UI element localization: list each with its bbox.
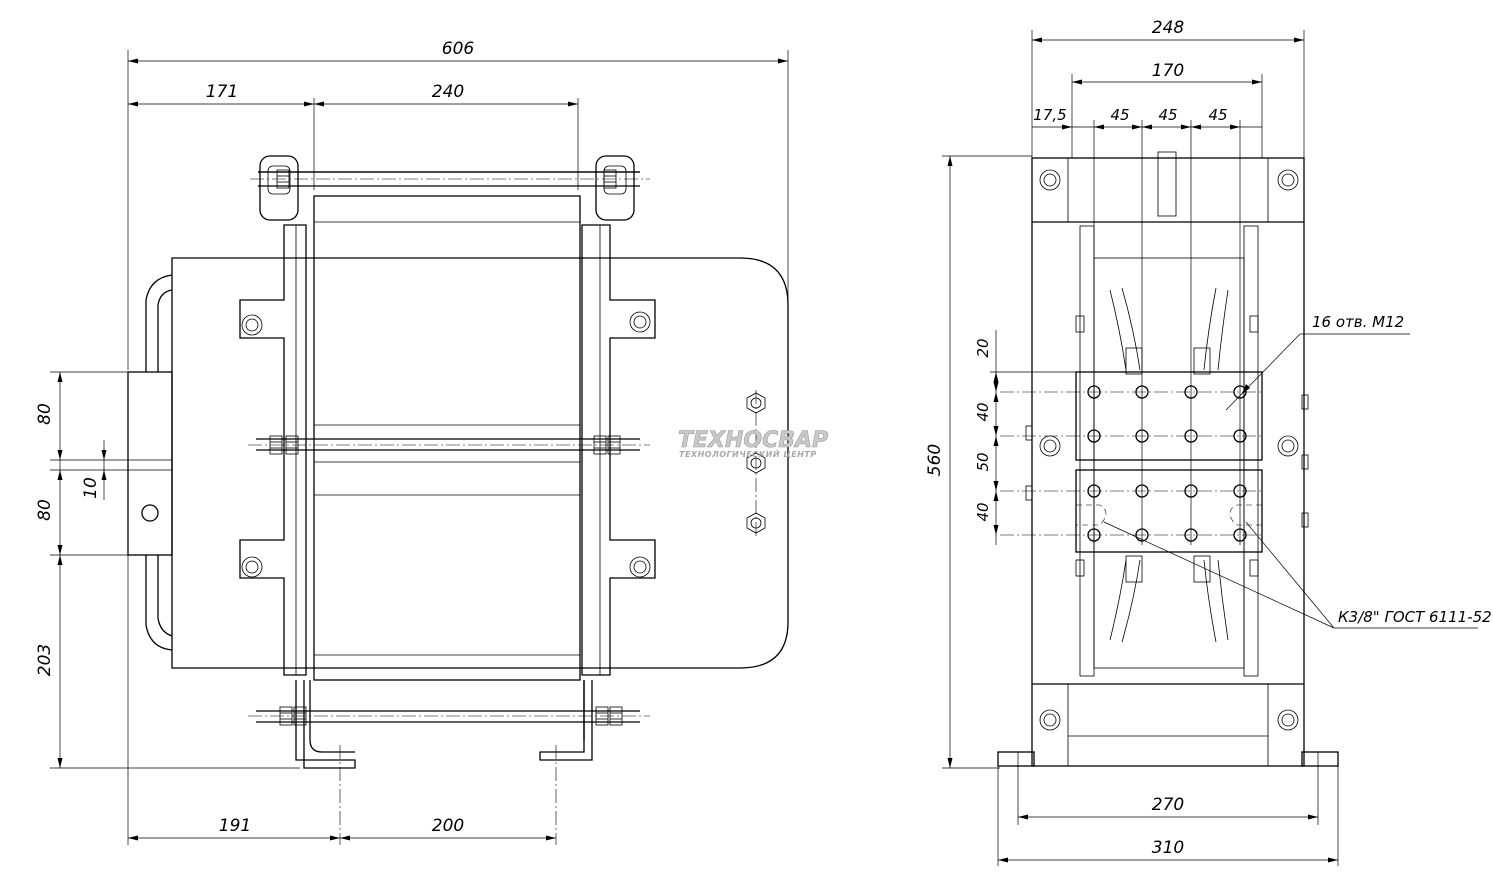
callout-fitting: К3/8" ГОСТ 6111-52	[1338, 608, 1492, 626]
mounting-feet	[295, 680, 593, 845]
terminal-hole	[141, 504, 159, 522]
hose-loops	[145, 274, 173, 651]
base-foot-left	[997, 751, 1035, 767]
hole-grid	[1000, 120, 1262, 545]
watermark-logo: ТЕХНОСВАР ТЕХНОЛОГИЧЕСКИЙ ЦЕНТР	[678, 428, 829, 459]
plate-bolt	[629, 311, 651, 333]
watermark-brand: ТЕХНОСВАР	[678, 428, 828, 453]
dim-240: 240	[432, 82, 464, 102]
terminal-nuts	[746, 390, 766, 538]
plate-bolt	[241, 556, 263, 578]
dim-560: 560	[925, 444, 945, 476]
plate-bolt	[241, 314, 263, 336]
dim-10: 10	[81, 477, 101, 499]
plate-bolt	[629, 556, 651, 578]
dim-20: 20	[974, 338, 992, 357]
side-dimensions: 248 170 17,5 45 45 45 560	[925, 18, 1339, 866]
base-foot-right	[1301, 751, 1339, 767]
dim-45-a: 45	[1110, 106, 1129, 124]
coil-hoses	[1109, 287, 1229, 643]
corner-bolt	[1277, 169, 1299, 191]
dim-170: 170	[1152, 61, 1184, 81]
dim-80-top: 80	[35, 403, 55, 425]
busbar-bottom	[1075, 469, 1263, 553]
dim-40-b: 40	[974, 502, 992, 521]
lifting-eye-right	[595, 155, 635, 221]
corner-bolt	[1039, 169, 1061, 191]
front-dimensions: 606 171 240 80 80 203 10	[35, 39, 789, 845]
dim-45-c: 45	[1208, 106, 1227, 124]
dim-171: 171	[206, 82, 238, 102]
side-view: 16 отв. М12 К3/8" ГОСТ 6111-52 248 170	[925, 18, 1492, 866]
dim-248: 248	[1152, 18, 1185, 38]
corner-bolt	[1277, 709, 1299, 731]
transformer-body	[171, 257, 789, 669]
corner-bolt	[1039, 435, 1061, 457]
dim-270: 270	[1152, 795, 1184, 815]
dim-17-5: 17,5	[1033, 106, 1066, 124]
callouts: 16 отв. М12 К3/8" ГОСТ 6111-52	[1103, 313, 1492, 629]
corner-bolt	[1277, 435, 1299, 457]
front-view: ТЕХНОСВАР ТЕХНОЛОГИЧЕСКИЙ ЦЕНТР 606 171 …	[35, 39, 828, 845]
watermark-subtitle: ТЕХНОЛОГИЧЕСКИЙ ЦЕНТР	[679, 448, 817, 459]
dim-191: 191	[219, 816, 251, 836]
dim-606: 606	[442, 39, 475, 59]
busbar-top	[1075, 371, 1263, 461]
dim-45-b: 45	[1158, 106, 1177, 124]
core-window	[313, 195, 581, 681]
dim-80-bottom: 80	[35, 499, 55, 521]
dim-200: 200	[432, 816, 464, 836]
side-frame	[1031, 157, 1305, 767]
dim-203: 203	[35, 644, 55, 676]
dim-50: 50	[974, 452, 992, 471]
corner-bolt	[1039, 709, 1061, 731]
callout-holes: 16 отв. М12	[1312, 313, 1404, 331]
lifting-eye-left	[259, 155, 299, 221]
dim-310: 310	[1152, 838, 1184, 858]
dim-40-a: 40	[974, 402, 992, 421]
terminal-block	[127, 371, 173, 556]
